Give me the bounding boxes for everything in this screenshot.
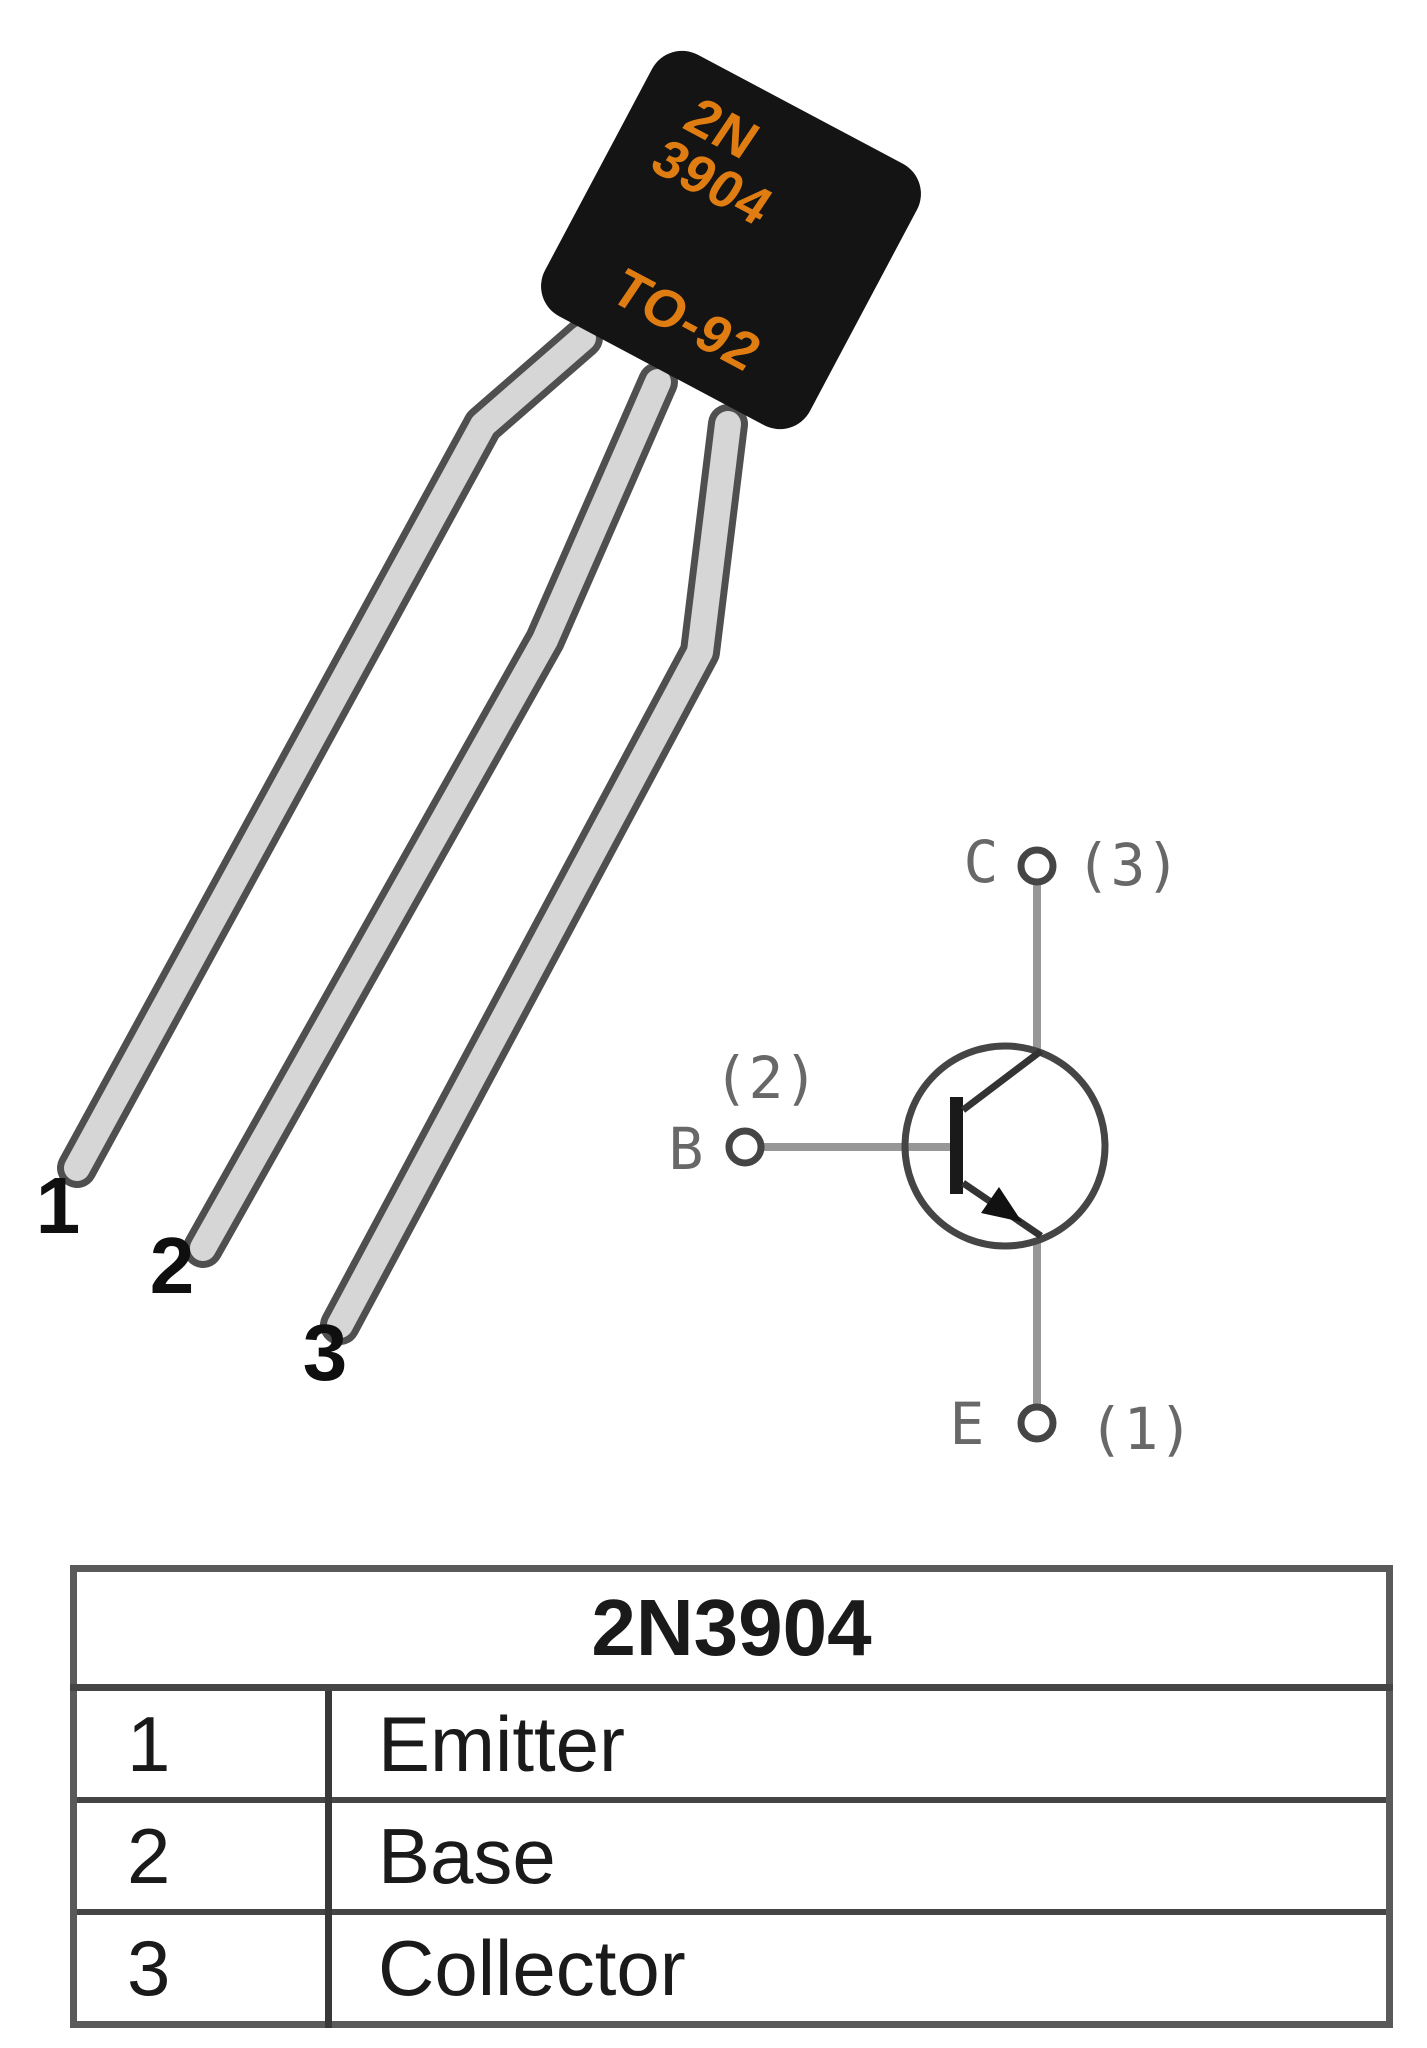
pin-number-cell: 2 xyxy=(73,1800,332,1915)
table-row: 3 Collector xyxy=(73,1912,1390,2025)
pin-name-cell: Collector xyxy=(378,1923,686,2012)
epoxy-case xyxy=(541,50,921,430)
collector-letter: C xyxy=(964,828,999,896)
table-title: 2N3904 xyxy=(73,1568,1390,1691)
table-row: 2 Base xyxy=(73,1800,1390,1915)
collector-pin-number: (3) xyxy=(1076,831,1181,899)
collector-diagonal xyxy=(960,1048,1044,1113)
lead-1-wire-core xyxy=(64,325,596,1181)
pin-name-cell: Emitter xyxy=(328,1687,1390,1803)
lead-1-label: 1 xyxy=(36,1161,81,1250)
table-row: 1 Emitter xyxy=(73,1687,1390,1803)
base-bar xyxy=(950,1097,963,1194)
pin-number-cell: 1 xyxy=(73,1687,332,1803)
package-body: 2N 3904 TO-92 xyxy=(541,50,921,430)
base-pin-number: (2) xyxy=(714,1044,819,1112)
lead-3-label: 3 xyxy=(303,1308,348,1397)
base-terminal xyxy=(725,1127,765,1167)
emitter-terminal xyxy=(1017,1403,1057,1443)
table-header-row: 2N3904 xyxy=(73,1568,1390,1691)
lead-2-label: 2 xyxy=(150,1221,195,1310)
emitter-pin-number: (1) xyxy=(1089,1395,1194,1463)
emitter-arrow-icon xyxy=(981,1187,1022,1222)
pin-number-cell: 3 xyxy=(73,1912,332,2025)
collector-terminal xyxy=(1017,846,1057,886)
lead-3-wire-core xyxy=(327,411,741,1338)
transistor-circle xyxy=(901,1042,1109,1250)
transistor-illustration: 2N 3904 TO-92 1 2 3 C (3) B (2) E xyxy=(36,50,1194,1463)
emitter-letter: E xyxy=(950,1390,985,1458)
base-letter: B xyxy=(669,1115,704,1183)
pinout-table: 2N3904 1 Emitter 2 Base 3 Collector xyxy=(70,1565,1393,2028)
lead-2-wire-core xyxy=(190,369,671,1261)
npn-schematic-symbol: C (3) B (2) E (1) xyxy=(669,828,1194,1463)
package-leads xyxy=(57,318,748,1345)
pin-name-cell: Base xyxy=(328,1800,1390,1915)
